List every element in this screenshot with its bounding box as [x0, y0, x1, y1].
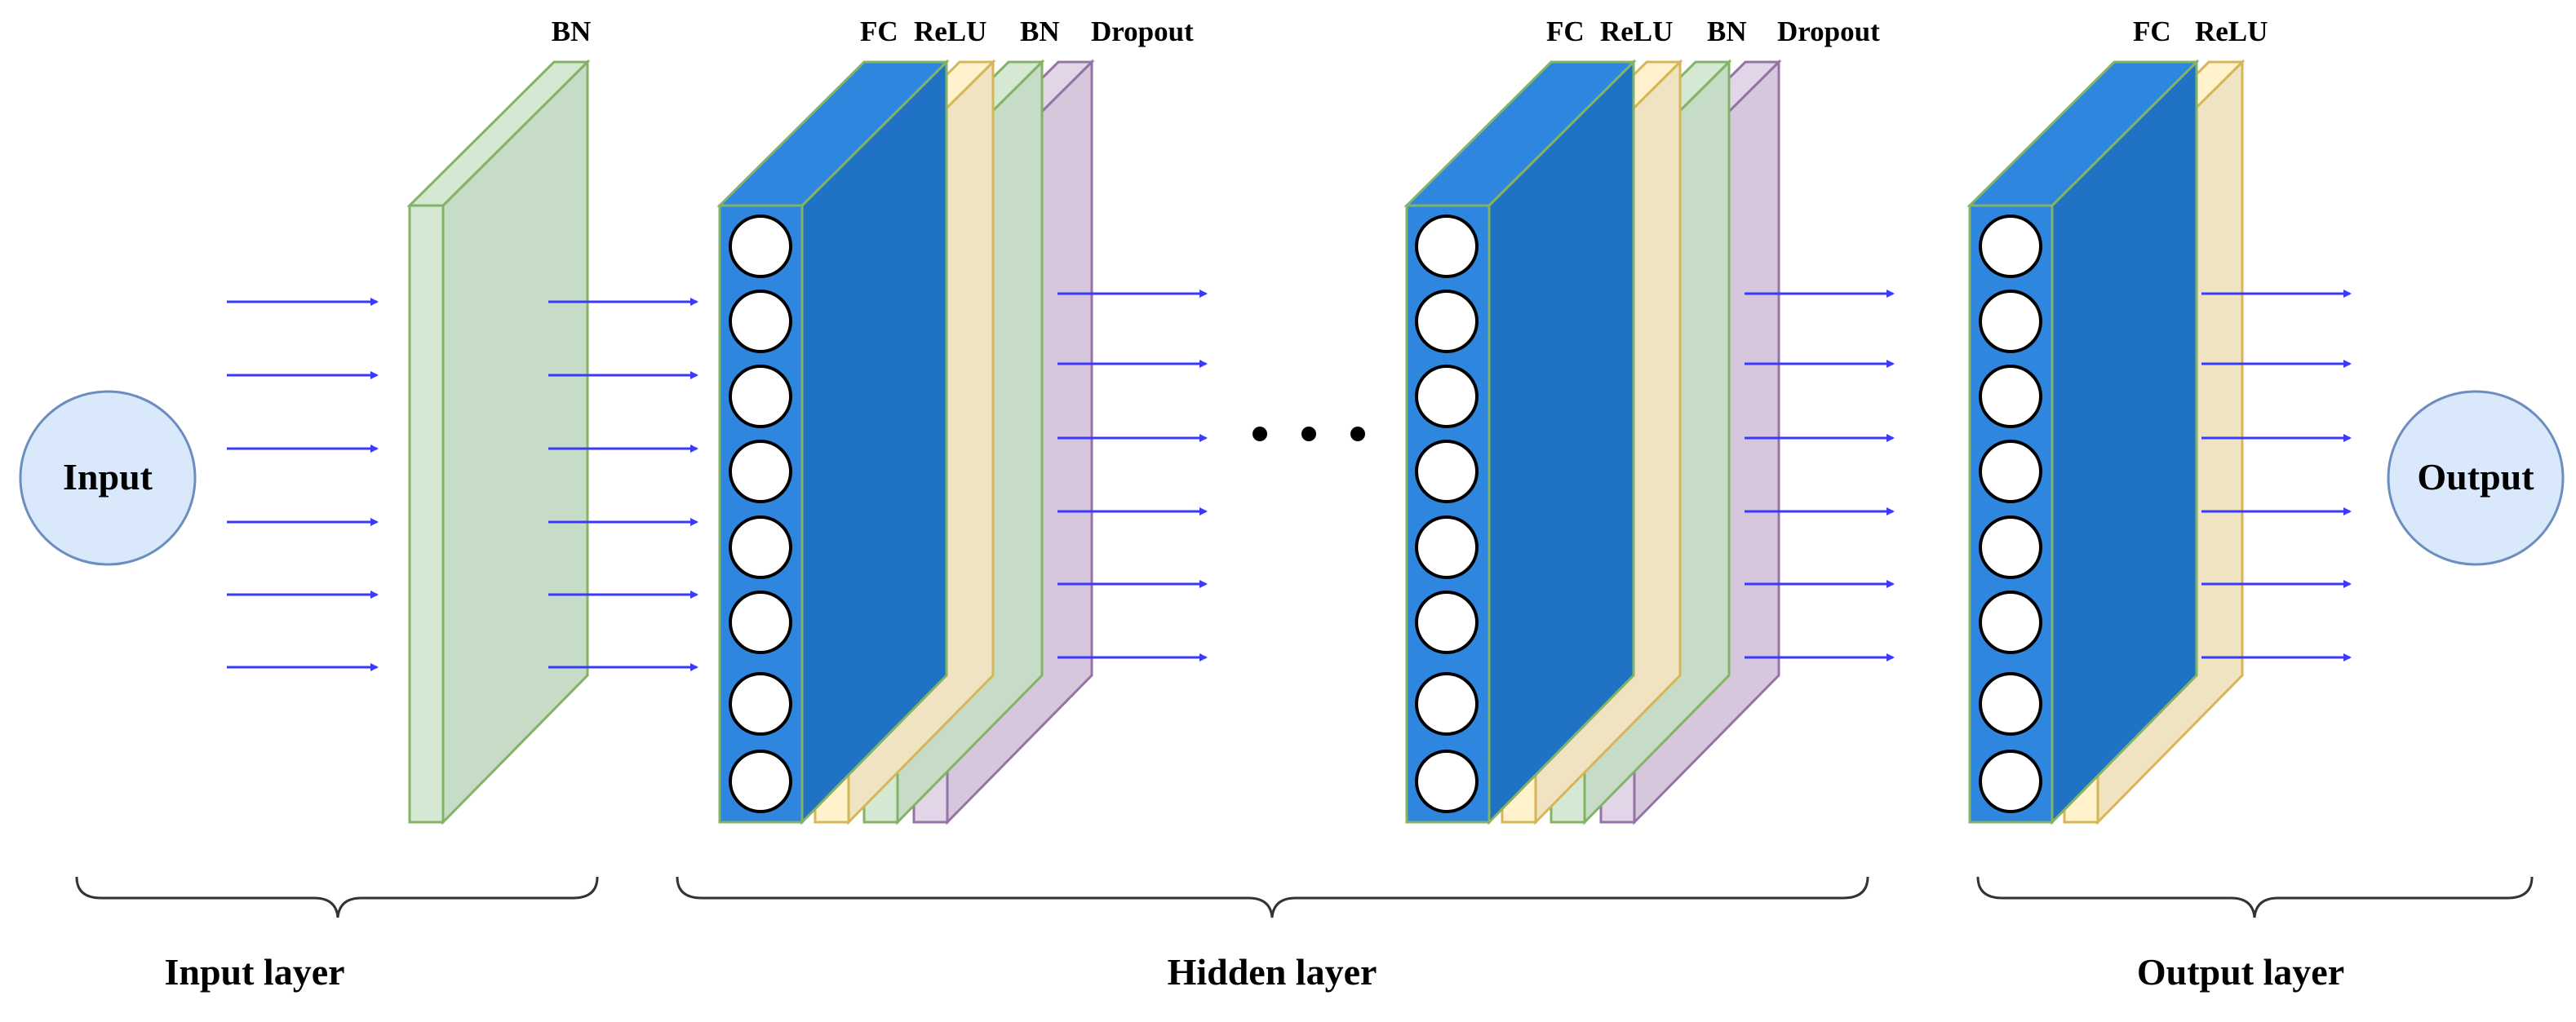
hidden2-dropout-label: Dropout — [1777, 15, 1880, 47]
arrows-hidden2-out — [1745, 290, 1895, 661]
input-node: Input — [19, 390, 197, 566]
output-relu-label: ReLU — [2195, 15, 2268, 47]
neuron — [1979, 591, 2042, 654]
hidden2-fc-label: FC — [1546, 15, 1585, 47]
neuron — [1415, 750, 1479, 813]
output-block — [1966, 59, 2246, 825]
output-node-label: Output — [2417, 456, 2534, 498]
hidden-block-1 — [716, 59, 1095, 825]
neuron — [729, 290, 792, 353]
output-layer-label: Output layer — [2137, 951, 2344, 993]
hidden1-dropout-label: Dropout — [1091, 15, 1194, 47]
neuron — [1979, 290, 2042, 353]
input-node-label: Input — [63, 456, 153, 498]
arrows-bn-to-hidden — [548, 298, 698, 671]
neuron — [729, 440, 792, 503]
input-layer-brace — [75, 876, 599, 918]
neuron — [1979, 365, 2042, 428]
fc-layer-1 — [716, 59, 950, 825]
hidden2-relu-label: ReLU — [1600, 15, 1673, 47]
fc-neurons-2 — [1415, 215, 1479, 813]
neuron — [1979, 750, 2042, 813]
hidden-block-2 — [1403, 59, 1782, 825]
neuron — [729, 750, 792, 813]
hidden2-bn-label: BN — [1707, 15, 1747, 47]
neuron — [729, 215, 792, 278]
output-layer-brace — [1976, 876, 2534, 918]
fc-neurons-1 — [729, 215, 792, 813]
neuron — [1415, 215, 1479, 278]
arrows-output-layer-out — [2201, 290, 2352, 661]
hidden1-relu-label: ReLU — [914, 15, 987, 47]
ellipsis-dots — [1253, 427, 1365, 441]
neuron — [729, 672, 792, 736]
fc-layer-output — [1966, 59, 2200, 825]
neuron — [729, 365, 792, 428]
fc-neurons-output — [1979, 215, 2042, 813]
neuron — [1979, 515, 2042, 579]
hidden1-fc-label: FC — [860, 15, 898, 47]
hidden1-bn-label: BN — [1020, 15, 1060, 47]
arrows-hidden1-out — [1057, 290, 1208, 661]
output-node: Output — [2387, 390, 2565, 566]
neuron — [1415, 365, 1479, 428]
input-bn-label: BN — [552, 15, 592, 47]
neuron — [729, 591, 792, 654]
hidden-layer-label: Hidden layer — [1168, 951, 1377, 993]
neuron — [1415, 440, 1479, 503]
neuron — [1979, 672, 2042, 736]
neuron — [1979, 440, 2042, 503]
arrows-input-to-bn — [227, 298, 379, 671]
neuron — [729, 515, 792, 579]
output-fc-label: FC — [2133, 15, 2171, 47]
input-bn-layer — [406, 59, 591, 825]
neuron — [1415, 290, 1479, 353]
neuron — [1415, 672, 1479, 736]
neuron — [1415, 515, 1479, 579]
neuron — [1415, 591, 1479, 654]
neuron — [1979, 215, 2042, 278]
fc-layer-2 — [1403, 59, 1637, 825]
input-layer-label: Input layer — [164, 951, 344, 993]
hidden-layer-brace — [676, 876, 1869, 918]
